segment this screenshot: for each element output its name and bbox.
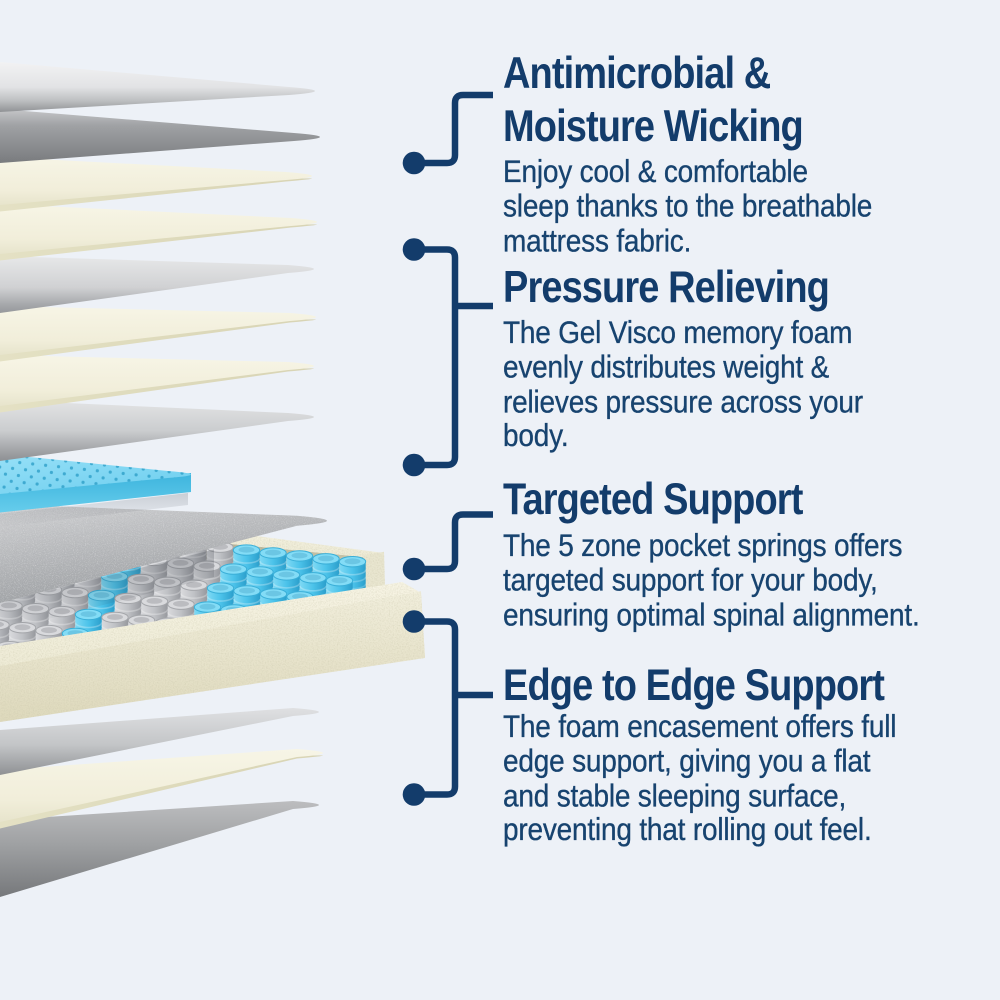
layer-bottom-gray-sheet	[0, 801, 319, 897]
feature-body-antimicrobial: Enjoy cool & comfortable sleep thanks to…	[503, 153, 873, 258]
feature-title-targeted-support: Targeted Support	[503, 474, 803, 525]
layer-gray-sheet-2	[0, 109, 320, 163]
connector-line-3	[414, 511, 493, 573]
layer-foam-4	[0, 355, 314, 406]
feature-title-edge-support: Edge to Edge Support	[503, 661, 885, 711]
connector-dot-4a	[402, 610, 426, 633]
layer-foam-2-edge	[0, 224, 317, 261]
layer-foam-2	[0, 204, 317, 254]
feature-body-targeted-support: The 5 zone pocket springs offers targete…	[503, 527, 920, 632]
connector-dot-4b	[402, 783, 426, 806]
layer-gray-sheet-4	[0, 400, 314, 461]
layer-gray-sheet-5	[0, 708, 319, 775]
layer-foam-1-edge	[0, 178, 312, 212]
layer-fabric-top	[0, 62, 315, 112]
feature-title-antimicrobial: Antimicrobial & Moisture Wicking	[503, 48, 804, 152]
layer-foam-1	[0, 157, 312, 205]
connector-dot-1	[402, 151, 426, 175]
layer-felt-pad	[0, 504, 327, 603]
feature-body-edge-support: The foam encasement offers full edge sup…	[503, 708, 897, 848]
layer-base-foam	[0, 749, 323, 822]
gel-shadow	[0, 493, 188, 527]
felt-shadow	[0, 549, 214, 631]
connector-dot-2a	[402, 238, 426, 261]
connector-dot-3	[402, 557, 426, 581]
feature-body-pressure-relieving: The Gel Visco memory foam evenly distrib…	[503, 314, 863, 454]
connector-line-1	[414, 91, 493, 167]
feature-title-pressure-relieving: Pressure Relieving	[503, 263, 830, 313]
layer-gray-sheet-3	[0, 256, 314, 313]
connector-line-4	[414, 618, 493, 798]
mattress-illustration	[0, 62, 425, 897]
layer-foam-3	[0, 306, 316, 355]
connector-dot-2b	[402, 453, 426, 477]
connector-line-2	[414, 246, 493, 469]
layer-gel-memory-foam	[0, 454, 191, 513]
